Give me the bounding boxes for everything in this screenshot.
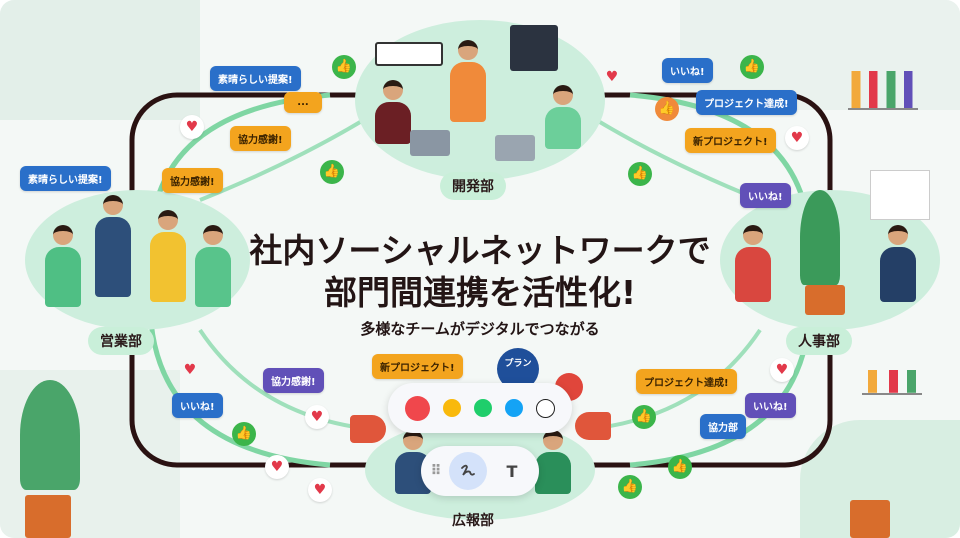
plant-icon <box>20 380 80 490</box>
speech-bubble: ... <box>284 92 322 113</box>
bg-panel <box>0 0 200 120</box>
heart-icon: ♥ <box>770 358 794 382</box>
color-swatch-blue[interactable] <box>505 399 524 417</box>
thumbs-up-icon: 👍 <box>332 55 356 79</box>
speech-bubble: いいね! <box>172 393 223 418</box>
speech-bubble: 協力感謝! <box>263 368 324 393</box>
bar-chart-icon <box>848 55 918 110</box>
speech-bubble: 協力感謝! <box>162 168 223 193</box>
headline-subtitle: 多様なチームがデジタルでつながる <box>360 320 600 338</box>
heart-icon: ♥ <box>305 405 329 429</box>
pen-icon <box>461 464 475 476</box>
speech-bubble: いいね! <box>745 393 796 418</box>
dept-label-dev: 開発部 <box>440 172 506 200</box>
speech-bubble: いいね! <box>740 183 791 208</box>
heart-icon: ♥ <box>180 115 204 139</box>
plant-pot <box>850 500 890 538</box>
code-window <box>375 42 443 66</box>
person <box>535 430 571 494</box>
speech-bubble: 新プロジェクト! <box>372 354 463 379</box>
thumbs-up-icon: 👍 <box>232 422 256 446</box>
megaphone-icon <box>575 412 611 440</box>
person <box>150 210 186 302</box>
code-monitor <box>510 25 558 71</box>
heart-icon: ♥ <box>265 455 289 479</box>
thumbs-up-icon: 👍 <box>740 55 764 79</box>
bar-chart-icon <box>870 170 930 220</box>
speech-bubble: プロジェクト達成! <box>696 90 797 115</box>
speech-bubble: いいね! <box>662 58 713 83</box>
color-swatch-yellow[interactable] <box>442 399 461 417</box>
thumbs-up-icon: 👍 <box>632 405 656 429</box>
dept-label-pr: 広報部 <box>452 513 494 529</box>
speech-bubble: 素晴らしい提案! <box>20 166 111 191</box>
person <box>880 225 916 302</box>
heart-icon: ♥ <box>183 362 197 378</box>
thumbs-up-icon: 👍 <box>618 475 642 499</box>
heart-icon: ♥ <box>605 69 619 85</box>
person <box>735 225 771 302</box>
plant-pot <box>25 495 71 538</box>
person <box>375 80 411 144</box>
dept-label-sales: 営業部 <box>88 327 154 355</box>
heart-icon: ♥ <box>785 126 809 150</box>
color-swatch-green[interactable] <box>473 399 492 417</box>
speech-bubble: プロジェクト達成! <box>636 369 737 394</box>
headline-line2: 部門間連携を活性化! <box>323 273 637 312</box>
person <box>195 225 231 307</box>
megaphone-icon <box>350 415 386 443</box>
person <box>95 195 131 297</box>
person <box>545 85 581 149</box>
color-swatch-white[interactable] <box>536 398 556 418</box>
speech-bubble: 協力部 <box>700 414 746 439</box>
thumbs-up-icon: 👍 <box>320 160 344 184</box>
plant-icon <box>800 190 840 285</box>
speech-bubble: 素晴らしい提案! <box>210 66 301 91</box>
headline-line1: 社内ソーシャルネットワークで <box>249 231 711 270</box>
heart-icon: ♥ <box>308 478 332 502</box>
color-picker-toolbar <box>388 383 572 433</box>
drawing-tools-toolbar: ⠿ T <box>421 446 539 496</box>
laptop <box>410 130 450 156</box>
pen-tool-button[interactable] <box>449 452 487 490</box>
speech-bubble: 協力感謝! <box>230 126 291 151</box>
color-swatch-red[interactable] <box>404 395 430 421</box>
bar-chart-icon <box>862 355 922 395</box>
laptop <box>495 135 535 161</box>
thumbs-up-icon: 👍 <box>668 455 692 479</box>
text-tool-button[interactable]: T <box>506 461 518 481</box>
person <box>450 40 486 122</box>
person <box>45 225 81 307</box>
thumbs-up-icon: 👍 <box>628 162 652 186</box>
thumbs-up-icon: 👍 <box>655 97 679 121</box>
dept-label-hr: 人事部 <box>786 327 852 355</box>
speech-bubble: 新プロジェクト! <box>685 128 776 153</box>
drag-handle-icon[interactable]: ⠿ <box>430 463 442 479</box>
plant-pot <box>805 285 845 315</box>
